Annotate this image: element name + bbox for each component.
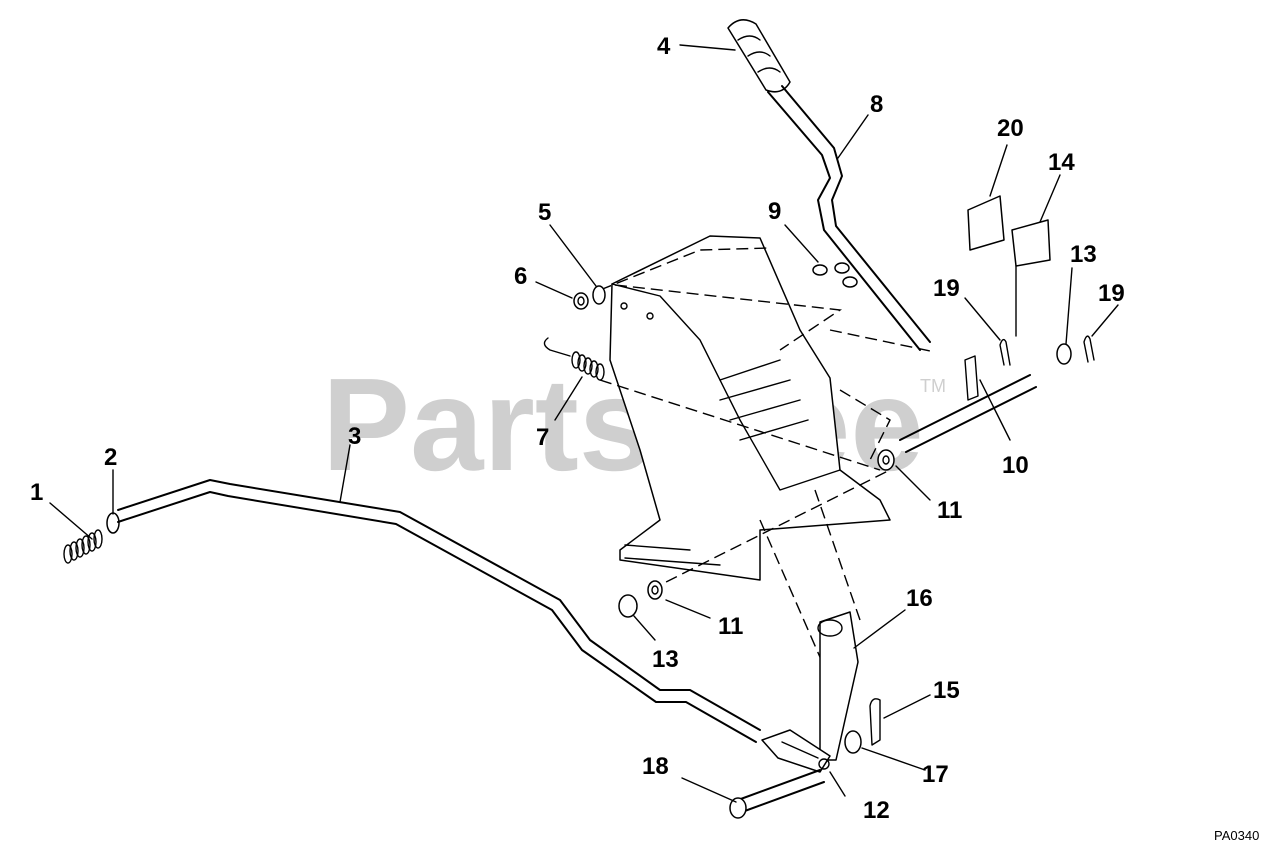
part-clip-19-right [1083,335,1095,363]
part-bushing-5 [592,285,606,305]
part-bracket [609,235,891,581]
callout-3: 3 [348,423,361,450]
callout-19-right: 19 [1098,280,1125,307]
diagram-code: PA0340 [1214,828,1259,843]
callout-11-lower: 11 [718,613,743,640]
callout-1: 1 [30,479,43,506]
part-clevis-12 [761,729,831,773]
callout-8: 8 [870,91,883,118]
part-nut-6 [573,292,589,310]
callout-9: 9 [768,198,781,225]
callout-20: 20 [997,115,1024,142]
part-bushing-11-lower [647,580,663,600]
callout-4: 4 [657,33,671,60]
part-hairpin-15 [869,698,881,746]
part-shaft-10 [899,355,1037,453]
callout-18: 18 [642,753,669,780]
part-washer-2 [106,512,120,534]
callout-15: 15 [933,677,960,704]
part-bushing-11-upper [877,449,895,471]
callout-12: 12 [863,797,890,824]
part-washer-13-lower [618,594,638,618]
part-spring-7 [543,337,605,381]
part-clip-19-left [999,338,1011,366]
part-pad-20 [967,195,1005,251]
callout-19-left: 19 [933,275,960,302]
callout-17: 17 [922,761,949,788]
part-pin-9 [812,262,858,288]
callout-11-upper: 11 [937,497,962,524]
callout-14: 14 [1048,149,1075,176]
callout-6: 6 [514,263,527,290]
assembly-lines [599,247,936,681]
part-washer-13-upper [1056,343,1072,365]
part-spring-1 [63,529,103,564]
part-lever-8 [767,85,931,351]
part-washer-17 [844,730,862,754]
part-pin-18 [729,769,825,819]
part-grip-4 [727,19,791,93]
callout-10: 10 [1002,452,1029,479]
callout-13-lower: 13 [652,646,679,673]
leader-lines [49,44,1119,803]
callout-labels: 1 2 3 4 5 6 7 8 9 10 11 11 12 13 13 14 1… [30,33,1125,824]
callout-13-upper: 13 [1070,241,1097,268]
part-rod-3 [117,479,761,743]
callout-16: 16 [906,585,933,612]
part-pad-bracket-14 [1011,219,1051,337]
watermark-trademark: TM [920,376,946,396]
part-lever-16 [817,611,859,761]
callout-2: 2 [104,444,117,471]
callout-7: 7 [536,424,549,451]
callout-5: 5 [538,199,551,226]
